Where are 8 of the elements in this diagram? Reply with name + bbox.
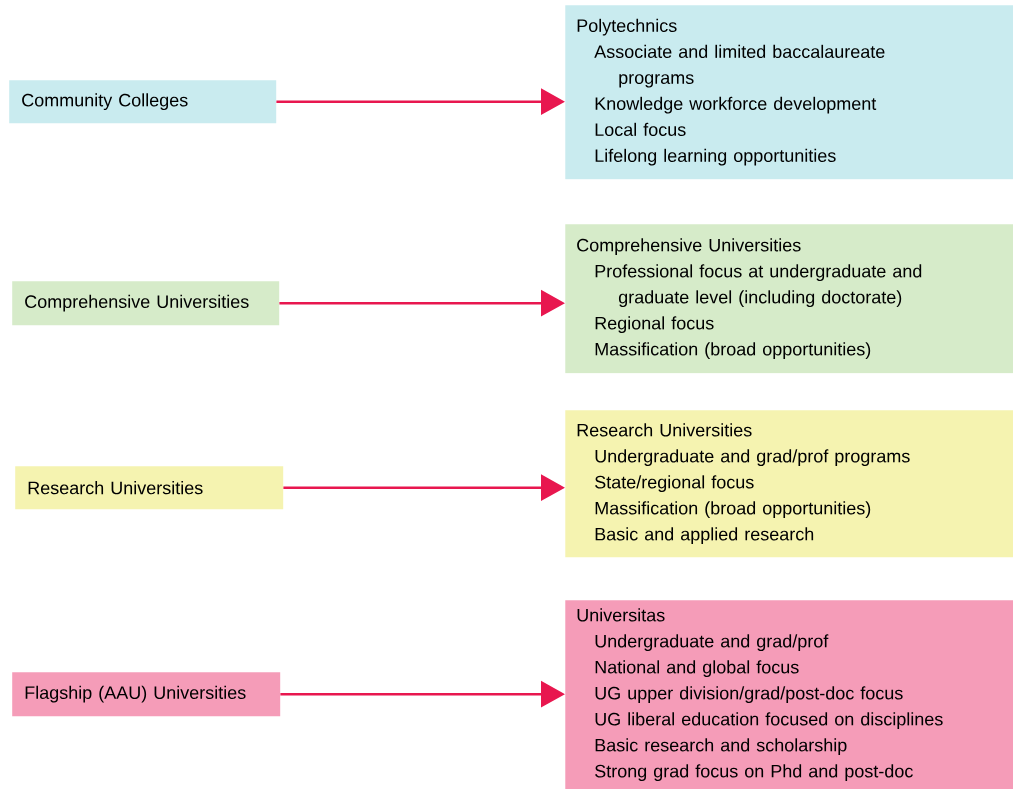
category-box: Flagship (AAU) Universities <box>12 672 281 717</box>
category-box: Community Colleges <box>9 80 277 124</box>
category-box: Research Universities <box>15 466 284 510</box>
description-box: Comprehensive Universities Professional focus at undergraduate and graduate level (including doctorate) Regional focus Massification (broad opportunities) <box>565 224 1013 374</box>
category-box: Comprehensive Universities <box>12 281 280 326</box>
description-box: Research Universities Undergraduate and grad/prof programs State/regional focus Massification (broad opportunities) Basic and applied research <box>565 410 1013 558</box>
description-box: Universitas Undergraduate and grad/prof National and global focus UG upper division/grad/post-doc focus UG liberal education focused on disciplines Basic research and scholarship Strong grad focus on Phd and post-doc <box>565 600 1013 789</box>
description-box: Polytechnics Associate and limited baccalaureate programs Knowledge workforce development Local focus Lifelong learning opportunities <box>565 5 1013 180</box>
